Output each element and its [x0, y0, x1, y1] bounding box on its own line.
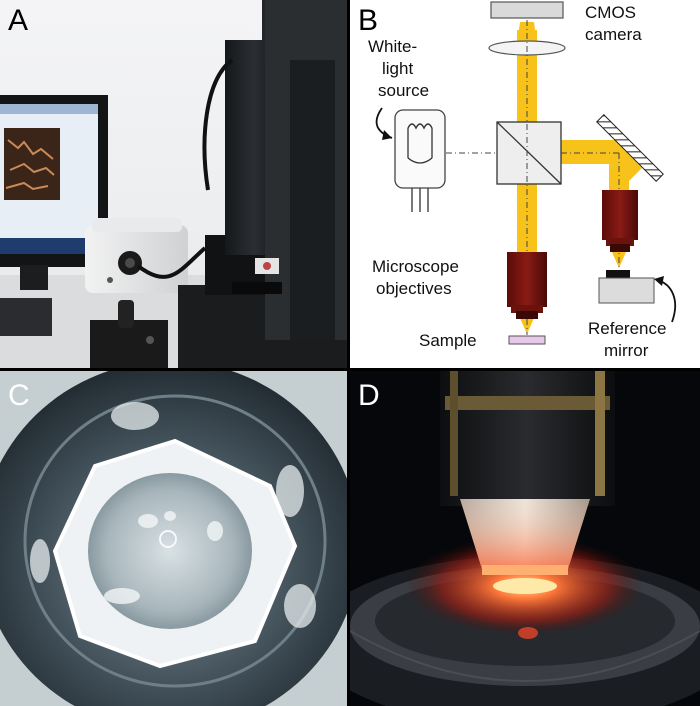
label-reference: Reference [588, 319, 666, 338]
panel-c-sample-dish-photo: C [0, 371, 347, 706]
center-reflections [104, 511, 223, 604]
folding-mirror [596, 114, 664, 182]
label-sample: Sample [419, 331, 477, 350]
microscope-tower [178, 0, 347, 368]
panel-b-optical-schematic: CMOS camera White- light source Microsco… [350, 0, 700, 368]
objective-illustration [350, 371, 700, 706]
optical-schematic: CMOS camera White- light source Microsco… [368, 1, 677, 360]
keyboard [0, 298, 52, 336]
focus-spot [493, 578, 557, 594]
panel-letter-a: A [8, 4, 29, 37]
beam-splitter-cube [496, 121, 562, 185]
dish-reflections [30, 402, 316, 628]
panel-d-objective-photo: D [350, 371, 700, 706]
joystick-controller [90, 300, 168, 368]
label-camera: camera [585, 25, 642, 44]
reference-mirror-arrowhead [654, 276, 664, 286]
label-white: White- [368, 37, 417, 56]
reference-mirror-block [598, 270, 655, 304]
sample-slide [508, 335, 546, 345]
reference-mirror-arrow [656, 279, 677, 323]
cmos-sensor [490, 1, 564, 19]
objective-cone [460, 499, 590, 575]
fiber-cable [136, 246, 207, 279]
label-microscope: Microscope [372, 257, 459, 276]
label-light: light [382, 59, 413, 78]
panel-letter-c: C [8, 379, 30, 412]
white-light-arrowhead [382, 130, 392, 140]
label-source: source [378, 81, 429, 100]
label-cmos: CMOS [585, 3, 636, 22]
label-objectives: objectives [376, 279, 452, 298]
light-source-box [85, 218, 188, 293]
label-mirror: mirror [604, 341, 649, 360]
tissue-center [88, 473, 252, 629]
panel-letter-d: D [358, 379, 380, 412]
dish-rim [23, 394, 327, 688]
setup-photo-illustration [0, 0, 347, 368]
center-spot [159, 530, 177, 548]
reflection-spot [518, 627, 538, 639]
panel-a-setup-photo: A [0, 0, 347, 368]
camera-cable [202, 58, 234, 191]
sample-dish-illustration [0, 371, 347, 706]
computer-monitor [0, 95, 108, 290]
white-light-lamp [394, 109, 446, 212]
panel-letter-b: B [358, 4, 379, 37]
sample-objective [507, 252, 547, 319]
objective-barrel [440, 371, 615, 506]
reference-objective [602, 190, 638, 252]
